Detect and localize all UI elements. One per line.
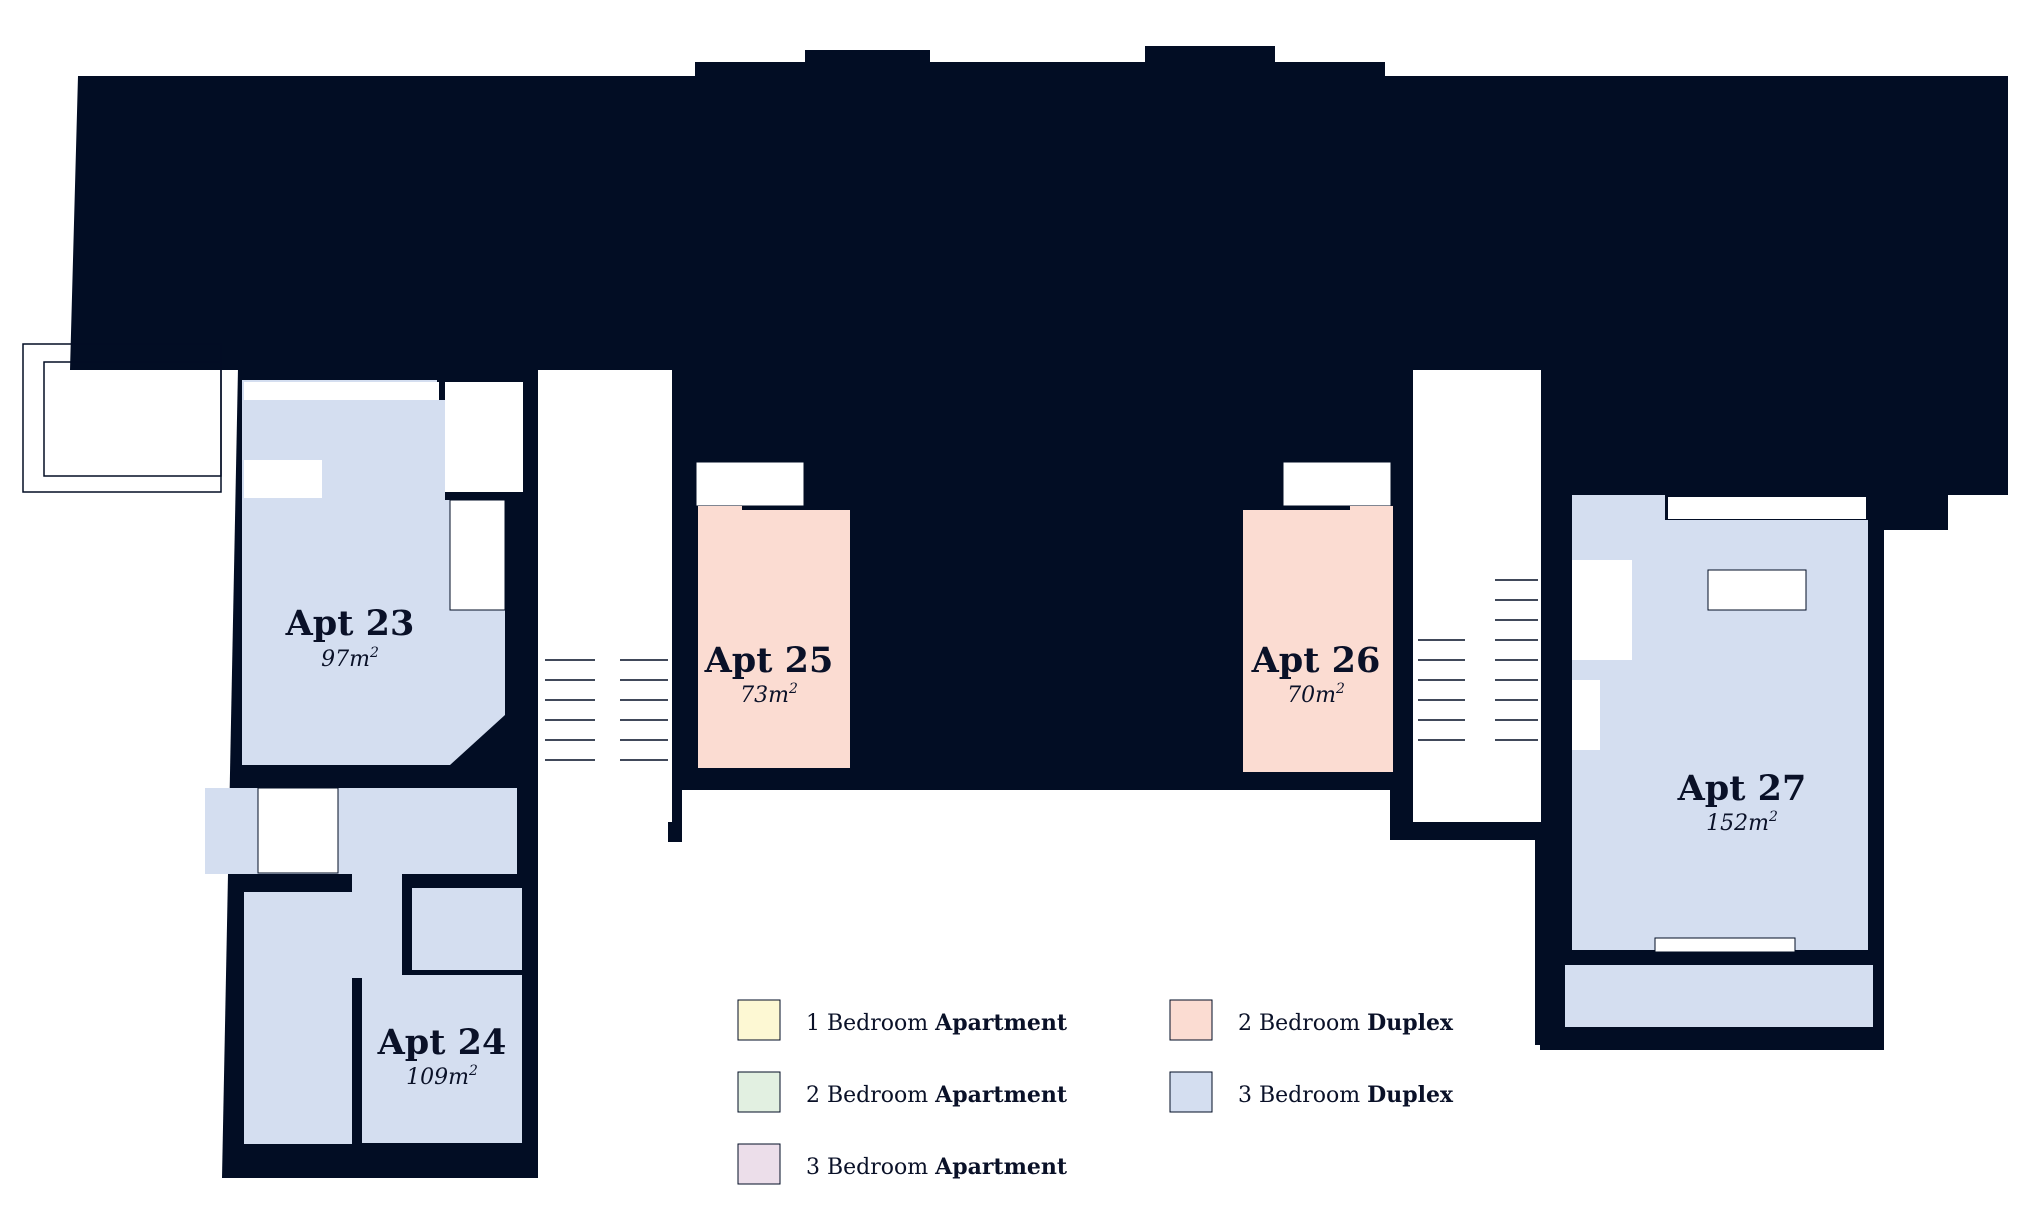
apt-24-area: 109m2 — [406, 1063, 478, 1090]
legend-swatch — [1169, 1071, 1213, 1113]
apartment-labels: Apt 23 97m2 Apt 24 109m2 Apt 25 73m2 Apt… — [285, 603, 1807, 1090]
legend-label: 2 Bedroom Apartment — [806, 1082, 1068, 1108]
legend-item-2-bedroom-apartment: 2 Bedroom Apartment — [737, 1071, 1068, 1113]
apt-23-kitchen-island — [244, 460, 322, 498]
apt-23-name: Apt 23 — [285, 603, 415, 644]
apt-24-stair — [257, 787, 339, 874]
legend-swatch — [737, 999, 781, 1041]
apt-26-stair — [1282, 461, 1392, 507]
legend-swatch — [737, 1143, 781, 1185]
apt-25-name: Apt 25 — [704, 640, 834, 681]
apt-24-unit[interactable] — [205, 787, 522, 1144]
apt-26-area: 70m2 — [1287, 681, 1345, 708]
stair-core-right — [1413, 370, 1541, 822]
legend-item-3-bedroom-duplex: 3 Bedroom Duplex — [1169, 1071, 1454, 1113]
stair-treads — [545, 579, 1538, 761]
apt-23-stair — [449, 499, 506, 611]
apt-26-unit[interactable] — [1243, 461, 1393, 772]
legend: 1 Bedroom Apartment 2 Bedroom Apartment … — [737, 999, 1454, 1185]
apt-24-name: Apt 24 — [377, 1022, 507, 1063]
apt-23-unit[interactable] — [242, 380, 523, 765]
apt-24-floor-left[interactable] — [244, 892, 352, 1144]
apt-27-kitchen-counter — [1668, 497, 1866, 519]
apt-24-bathroom — [412, 888, 522, 970]
apt-26-floor[interactable] — [1243, 506, 1393, 772]
apt-23-bathroom — [445, 382, 523, 492]
legend-label: 2 Bedroom Duplex — [1238, 1010, 1454, 1036]
apt-27-stair — [1572, 560, 1632, 660]
apt-23-area: 97m2 — [321, 645, 379, 672]
apt-25-stair — [695, 461, 805, 507]
apt-24-hall[interactable] — [352, 788, 402, 978]
apt-27-balcony[interactable] — [1565, 965, 1873, 1027]
apt-27-unit[interactable] — [1565, 495, 1873, 1027]
apt-27-name: Apt 27 — [1677, 768, 1807, 809]
apt-27-kitchen-island — [1707, 569, 1807, 611]
legend-item-1-bedroom-apartment: 1 Bedroom Apartment — [737, 999, 1068, 1041]
apt-24-floor-right[interactable] — [362, 975, 522, 1143]
apt-23-kitchen-counter — [244, 382, 439, 400]
terrace-outline — [22, 343, 222, 493]
apt-25-area: 73m2 — [740, 681, 798, 708]
apt-27-storage — [1572, 680, 1600, 750]
apt-25-floor[interactable] — [698, 506, 850, 768]
legend-item-2-bedroom-duplex: 2 Bedroom Duplex — [1169, 999, 1454, 1041]
legend-item-3-bedroom-apartment: 3 Bedroom Apartment — [737, 1143, 1068, 1185]
legend-swatch — [737, 1071, 781, 1113]
legend-label: 3 Bedroom Duplex — [1238, 1082, 1454, 1108]
apt-25-unit[interactable] — [695, 461, 850, 768]
legend-label: 3 Bedroom Apartment — [806, 1154, 1068, 1180]
apt-27-window-seat — [1654, 937, 1796, 953]
legend-label: 1 Bedroom Apartment — [806, 1010, 1068, 1036]
apt-26-name: Apt 26 — [1251, 640, 1381, 681]
stair-cores — [542, 370, 1541, 822]
apt-27-area: 152m2 — [1706, 809, 1778, 836]
stair-core-left — [542, 370, 672, 822]
legend-swatch — [1169, 999, 1213, 1041]
